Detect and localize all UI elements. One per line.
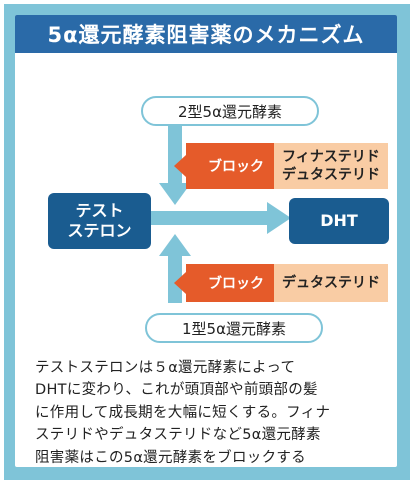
enzyme-type1-label: 1型5α還元酵素 <box>145 313 323 343</box>
block-tag: ブロック <box>186 264 274 302</box>
figure-title: 5α還元酵素阻害薬のメカニズム <box>15 15 397 53</box>
description-line: に作用して成長期を大幅に短くする。フィナ <box>35 404 331 421</box>
block-row-type2: ブロック フィナステリド デュタステリド <box>186 143 388 189</box>
description-text: テストステロンは５α還元酵素によって DHTに変わり、これが頭頂部や前頭部の髪 … <box>35 357 387 469</box>
drug-name: デュタステリド <box>282 167 380 183</box>
top-arrow-head <box>159 183 191 205</box>
block-drugs-list: デュタステリド <box>274 264 388 302</box>
description-line: ステリドやデュタステリドなど5α還元酵素 <box>35 427 321 444</box>
description-line: DHTに変わり、これが頭頂部や前頭部の髪 <box>35 382 318 399</box>
drug-name: デュタステリド <box>282 274 380 291</box>
drug-name: フィナステリド <box>282 148 380 165</box>
description-line: テストステロンは５α還元酵素によって <box>35 360 296 376</box>
block-row-type1: ブロック デュタステリド <box>186 264 388 302</box>
testosterone-label-line1: テスト <box>75 201 124 220</box>
main-arrow-shaft <box>140 211 270 225</box>
enzyme-type2-label: 2型5α還元酵素 <box>141 96 319 126</box>
block-drugs-list: フィナステリド デュタステリド <box>274 143 388 189</box>
testosterone-node: テスト ステロン <box>48 193 151 249</box>
figure-panel: 5α還元酵素阻害薬のメカニズム 2型5α還元酵素 ブロック フィナステリド デュ… <box>15 15 397 467</box>
bottom-arrow-head <box>159 234 191 256</box>
description-line: 阻害薬はこの5α還元酵素をブロックする <box>35 449 306 466</box>
figure-frame: 5α還元酵素阻害薬のメカニズム 2型5α還元酵素 ブロック フィナステリド デュ… <box>4 4 410 480</box>
dht-node: DHT <box>289 198 389 244</box>
main-arrow-head <box>267 202 291 234</box>
block-tag: ブロック <box>186 143 274 189</box>
testosterone-label-line2: ステロン <box>67 221 132 240</box>
